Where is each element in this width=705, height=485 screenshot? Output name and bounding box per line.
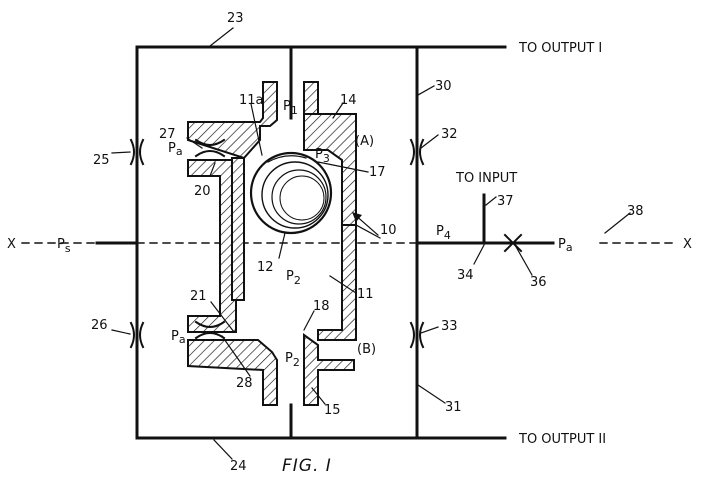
label-12: 12 xyxy=(257,260,274,275)
to-input: TO INPUT xyxy=(455,171,517,186)
reference-numerals: 23 24 25 26 27 28 11a 14 17 10 11 12 20 … xyxy=(91,11,644,474)
label-36: 36 xyxy=(530,275,547,290)
restrictor-26 xyxy=(129,321,145,349)
label-33: 33 xyxy=(441,319,458,334)
label-18: 18 xyxy=(313,299,330,314)
label-10: 10 xyxy=(380,223,397,238)
figure-caption: FIG. I xyxy=(282,456,332,476)
label-pa-top: Pa xyxy=(168,141,183,158)
restrictor-25 xyxy=(129,138,145,166)
label-34: 34 xyxy=(457,268,474,283)
label-11a: 11a xyxy=(239,93,264,108)
label-p1: P1 xyxy=(283,99,298,117)
label-pa-bottom: Pa xyxy=(171,329,186,346)
label-14: 14 xyxy=(340,93,357,108)
label-28: 28 xyxy=(236,376,253,391)
label-a: (A) xyxy=(355,134,374,149)
valve-body-left xyxy=(187,157,245,333)
label-pa-right: Pa xyxy=(558,237,573,254)
label-p2-low: P2 xyxy=(285,351,300,369)
restrictor-33 xyxy=(409,321,425,349)
label-17: 17 xyxy=(369,165,386,180)
label-p2-mid: P2 xyxy=(286,269,301,287)
label-27: 27 xyxy=(159,127,176,142)
label-30: 30 xyxy=(435,79,452,94)
label-32: 32 xyxy=(441,127,458,142)
label-15: 15 xyxy=(324,403,341,418)
label-b: (B) xyxy=(357,342,376,357)
pressure-labels: P1 P3 P2 P2 P4 Ps Pa Pa Pa (A) (B) X X xyxy=(7,99,692,369)
leader-lines xyxy=(111,27,631,460)
label-38: 38 xyxy=(627,204,644,219)
seat-arcs xyxy=(194,138,226,340)
label-x-left: X xyxy=(7,237,16,252)
label-37: 37 xyxy=(497,194,514,209)
label-26: 26 xyxy=(91,318,108,333)
to-output-2: TO OUTPUT II xyxy=(518,432,606,447)
valve-body-bottom xyxy=(187,333,355,406)
label-21: 21 xyxy=(190,289,207,304)
label-24: 24 xyxy=(230,459,247,474)
ball-12 xyxy=(249,151,333,235)
label-ps: Ps xyxy=(57,237,71,255)
restrictor-32 xyxy=(409,138,425,166)
label-23: 23 xyxy=(227,11,244,26)
restrictor-36 xyxy=(503,233,523,253)
label-p4: P4 xyxy=(436,224,451,242)
label-x-right: X xyxy=(683,237,692,252)
label-25: 25 xyxy=(93,153,110,168)
label-20: 20 xyxy=(194,184,211,199)
label-11: 11 xyxy=(357,287,374,302)
label-p3: P3 xyxy=(315,147,330,165)
port-labels: TO OUTPUT I TO OUTPUT II TO INPUT xyxy=(455,41,606,447)
center-axis xyxy=(21,193,679,245)
label-31: 31 xyxy=(445,400,462,415)
arrow-10 xyxy=(352,212,362,222)
to-output-1: TO OUTPUT I xyxy=(518,41,602,56)
